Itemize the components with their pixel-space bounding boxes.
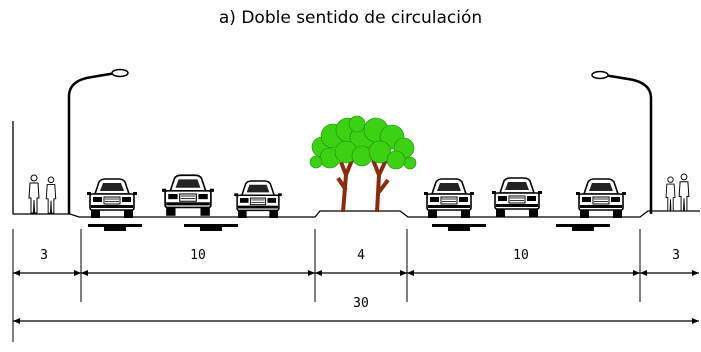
car-left-2 [162, 174, 214, 216]
car-right-3 [575, 178, 627, 218]
dim-carriageway-left: 10 [190, 248, 206, 263]
car-left-3 [233, 180, 283, 218]
pedestrian-left-2 [45, 176, 57, 214]
dim-total: 30 [353, 296, 369, 311]
dim-carriageway-right: 10 [513, 248, 529, 263]
trees-median [309, 115, 417, 213]
car-left-1 [86, 178, 138, 218]
extension-lines [12, 229, 641, 342]
street-lamp-right [591, 70, 653, 214]
street-lamp-left [67, 68, 129, 214]
car-right-1 [423, 178, 475, 218]
road-profile [12, 121, 700, 218]
pedestrian-right-2 [678, 173, 690, 212]
pedestrian-left-1 [28, 174, 40, 214]
pedestrian-right-1 [665, 176, 676, 212]
dim-median: 4 [357, 248, 365, 263]
lane-markings [88, 224, 610, 231]
dim-sidewalk-left: 3 [40, 248, 48, 263]
diagram-title: a) Doble sentido de circulación [218, 8, 483, 28]
dim-sidewalk-right: 3 [672, 248, 680, 263]
car-right-2 [491, 177, 543, 217]
dimension-lines [13, 270, 699, 324]
